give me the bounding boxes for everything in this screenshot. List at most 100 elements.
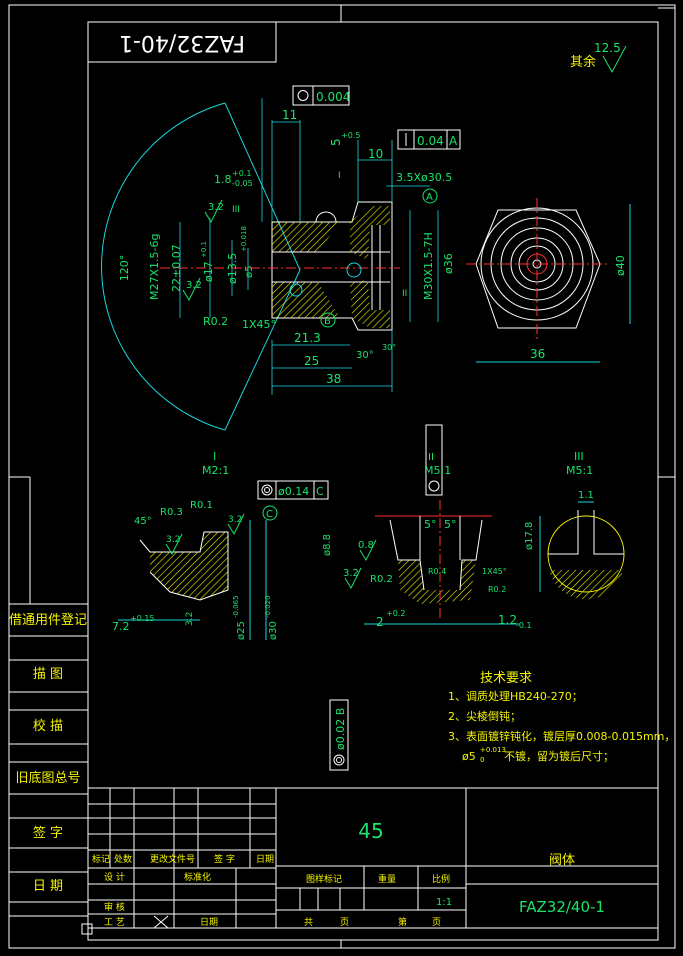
dim-5: 5 bbox=[329, 138, 343, 146]
hdr-total: 共 bbox=[304, 917, 313, 928]
hex-36: 36 bbox=[530, 347, 545, 361]
surface-note-value: 12.5 bbox=[594, 41, 621, 55]
dim-13-5: ø13.5 bbox=[226, 253, 239, 284]
hdr-process: 工 艺 bbox=[104, 917, 125, 928]
roman-2-main: II bbox=[402, 289, 407, 299]
title-material: 45 bbox=[358, 819, 383, 843]
detail-two-5b: 5° bbox=[444, 518, 457, 531]
dim-5-tol: +0.5 bbox=[341, 131, 360, 140]
dim-25: 25 bbox=[304, 354, 319, 368]
main-section-view: 120° bbox=[101, 85, 461, 431]
detail-one-r03: R0.3 bbox=[160, 507, 183, 518]
sidebar-item-register: 借通用件登记 bbox=[9, 613, 87, 628]
dim-17-tol: +0.1 bbox=[200, 241, 208, 258]
hdr-sheet-unit: 页 bbox=[340, 917, 349, 928]
dim-21-3: 21.3 bbox=[294, 331, 321, 345]
dim-11: 11 bbox=[282, 108, 297, 122]
dim-1-8-tol2: -0.05 bbox=[232, 179, 253, 188]
dim-22: 22±0.07 bbox=[170, 244, 183, 292]
detail-two-r02a: R0.2 bbox=[370, 574, 393, 585]
detail-one-scale: M2:1 bbox=[202, 464, 229, 477]
angle-30-a: 30° bbox=[356, 350, 374, 361]
detail-one-ra3: 3.2 bbox=[185, 612, 195, 626]
detail-one-72: 7.2 bbox=[112, 620, 130, 633]
tech-req-item-1: 1、调质处理HB240-270； bbox=[448, 690, 583, 703]
detail-two-12-tol2: -0.1 bbox=[516, 621, 532, 630]
roman-3-main: III bbox=[232, 205, 240, 215]
detail-two-32: 3.2 bbox=[343, 568, 359, 579]
roman-1-main: I bbox=[338, 171, 341, 181]
detail-one-72-tol: +0.15 bbox=[130, 614, 155, 623]
title-drawing-no: FAZ32/40-1 bbox=[519, 898, 605, 916]
surface-note: 其余 12.5 bbox=[570, 41, 627, 74]
detail-one-ra2: 3.2 bbox=[228, 515, 242, 525]
sheet-border bbox=[8, 4, 676, 949]
hdr-standard: 标准化 bbox=[184, 871, 211, 883]
detail-one-ra1: 3.2 bbox=[166, 535, 180, 545]
thread-m27: M27X1.5-6g bbox=[148, 234, 161, 300]
sidebar-item-old-no: 旧底图总号 bbox=[15, 770, 80, 786]
hdr-date2: 日期 bbox=[200, 917, 218, 928]
roughness-symbol bbox=[602, 45, 627, 74]
detail-three-title: III bbox=[574, 450, 584, 463]
mirrored-drawing-number-box: FAZ32/40-1 bbox=[87, 21, 277, 63]
detail-two-title: II bbox=[428, 452, 434, 463]
detail-two-12: 1.2 bbox=[498, 613, 517, 627]
chamfer-top: 3.5Xø30.5 bbox=[396, 171, 452, 184]
dim-38: 38 bbox=[326, 372, 341, 386]
dim-1-8: 1.8 bbox=[214, 173, 232, 186]
title-part-name: 阀体 bbox=[549, 853, 575, 868]
detail-one-r01: R0.1 bbox=[190, 500, 213, 511]
dim-10: 10 bbox=[368, 147, 383, 161]
detail-one-title: I bbox=[213, 450, 216, 463]
hdr-sign: 签 字 bbox=[214, 853, 235, 865]
flatness-box bbox=[292, 85, 350, 106]
hdr-weight: 重量 bbox=[378, 873, 396, 885]
tech-req-item-3: 3、表面镀锌钝化，镀层厚0.008-0.015mm， bbox=[448, 729, 675, 743]
hdr-design: 设 计 bbox=[104, 871, 125, 883]
detail-two-1x45: 1X45° bbox=[482, 567, 507, 576]
angle-120: 120° bbox=[118, 255, 131, 282]
tech-req-item-5: +0.013 bbox=[480, 746, 506, 754]
tech-req-item-4: ø5 bbox=[462, 750, 476, 763]
ref-a: A bbox=[426, 192, 433, 203]
bottom-concentricity-frame: ø0.02 B bbox=[329, 699, 349, 771]
hdr-sheet-unit2: 页 bbox=[432, 917, 441, 928]
detail-one-30-tol: -0.020 bbox=[264, 595, 272, 618]
hex-end-view: ø40 36 bbox=[466, 198, 631, 363]
sidebar-item-check: 校 描 bbox=[33, 718, 63, 734]
hdr-change-doc: 更改文件号 bbox=[150, 853, 195, 865]
title-scale-value: 1:1 bbox=[436, 897, 452, 908]
detail-one: I M2:1 ø0.14 C R0.3 R0.1 45° 3.2 3.2 3.2… bbox=[112, 450, 329, 640]
ra-3-2-a: 3.2 bbox=[208, 202, 224, 213]
detail-two-2: 2 bbox=[376, 615, 384, 629]
detail-two-88: ø8.8 bbox=[322, 534, 333, 556]
detail-three: III M5:1 1.1 ø17.8 bbox=[524, 450, 625, 600]
detail-one-25: ø25 bbox=[236, 621, 247, 640]
thread-m30: M30X1.5-7H bbox=[422, 232, 435, 300]
tech-req-title: 技术要求 bbox=[480, 671, 532, 686]
angle-30-b: 30° bbox=[382, 343, 396, 352]
perp-ref: A bbox=[449, 134, 458, 148]
hdr-count: 处数 bbox=[114, 853, 132, 865]
hex-d40: ø40 bbox=[614, 255, 627, 276]
detail-two-r04: R0.4 bbox=[428, 567, 446, 576]
dim-5-dia-tol: +0.018 bbox=[240, 226, 248, 252]
detail-two-08: 0.8 bbox=[358, 540, 374, 551]
mirrored-drawing-number: FAZ32/40-1 bbox=[119, 30, 245, 55]
hdr-sheet-no: 第 bbox=[398, 916, 407, 928]
hdr-mark: 标记 bbox=[92, 853, 110, 865]
detail-three-11: 1.1 bbox=[578, 490, 594, 501]
ra-3-2-b: 3.2 bbox=[186, 280, 202, 291]
hdr-review: 审 核 bbox=[104, 901, 125, 913]
detail-one-c: C bbox=[266, 509, 273, 520]
dim-5-dia: ø5 bbox=[244, 266, 255, 278]
perpendicularity-box bbox=[397, 129, 461, 150]
technical-requirements: 技术要求 1、调质处理HB240-270； 2、尖棱倒钝； 3、表面镀锌钝化，镀… bbox=[448, 671, 675, 764]
chamfer-1x45: 1X45° bbox=[242, 318, 276, 331]
detail-one-30: ø30 bbox=[268, 621, 279, 640]
dim-36-dia: ø36 bbox=[442, 253, 455, 274]
title-block: 45 阀体 FAZ32/40-1 标记 处数 更改文件号 签 字 日期 设 计 … bbox=[87, 787, 659, 929]
detail-two-r02b: R0.2 bbox=[488, 585, 506, 594]
